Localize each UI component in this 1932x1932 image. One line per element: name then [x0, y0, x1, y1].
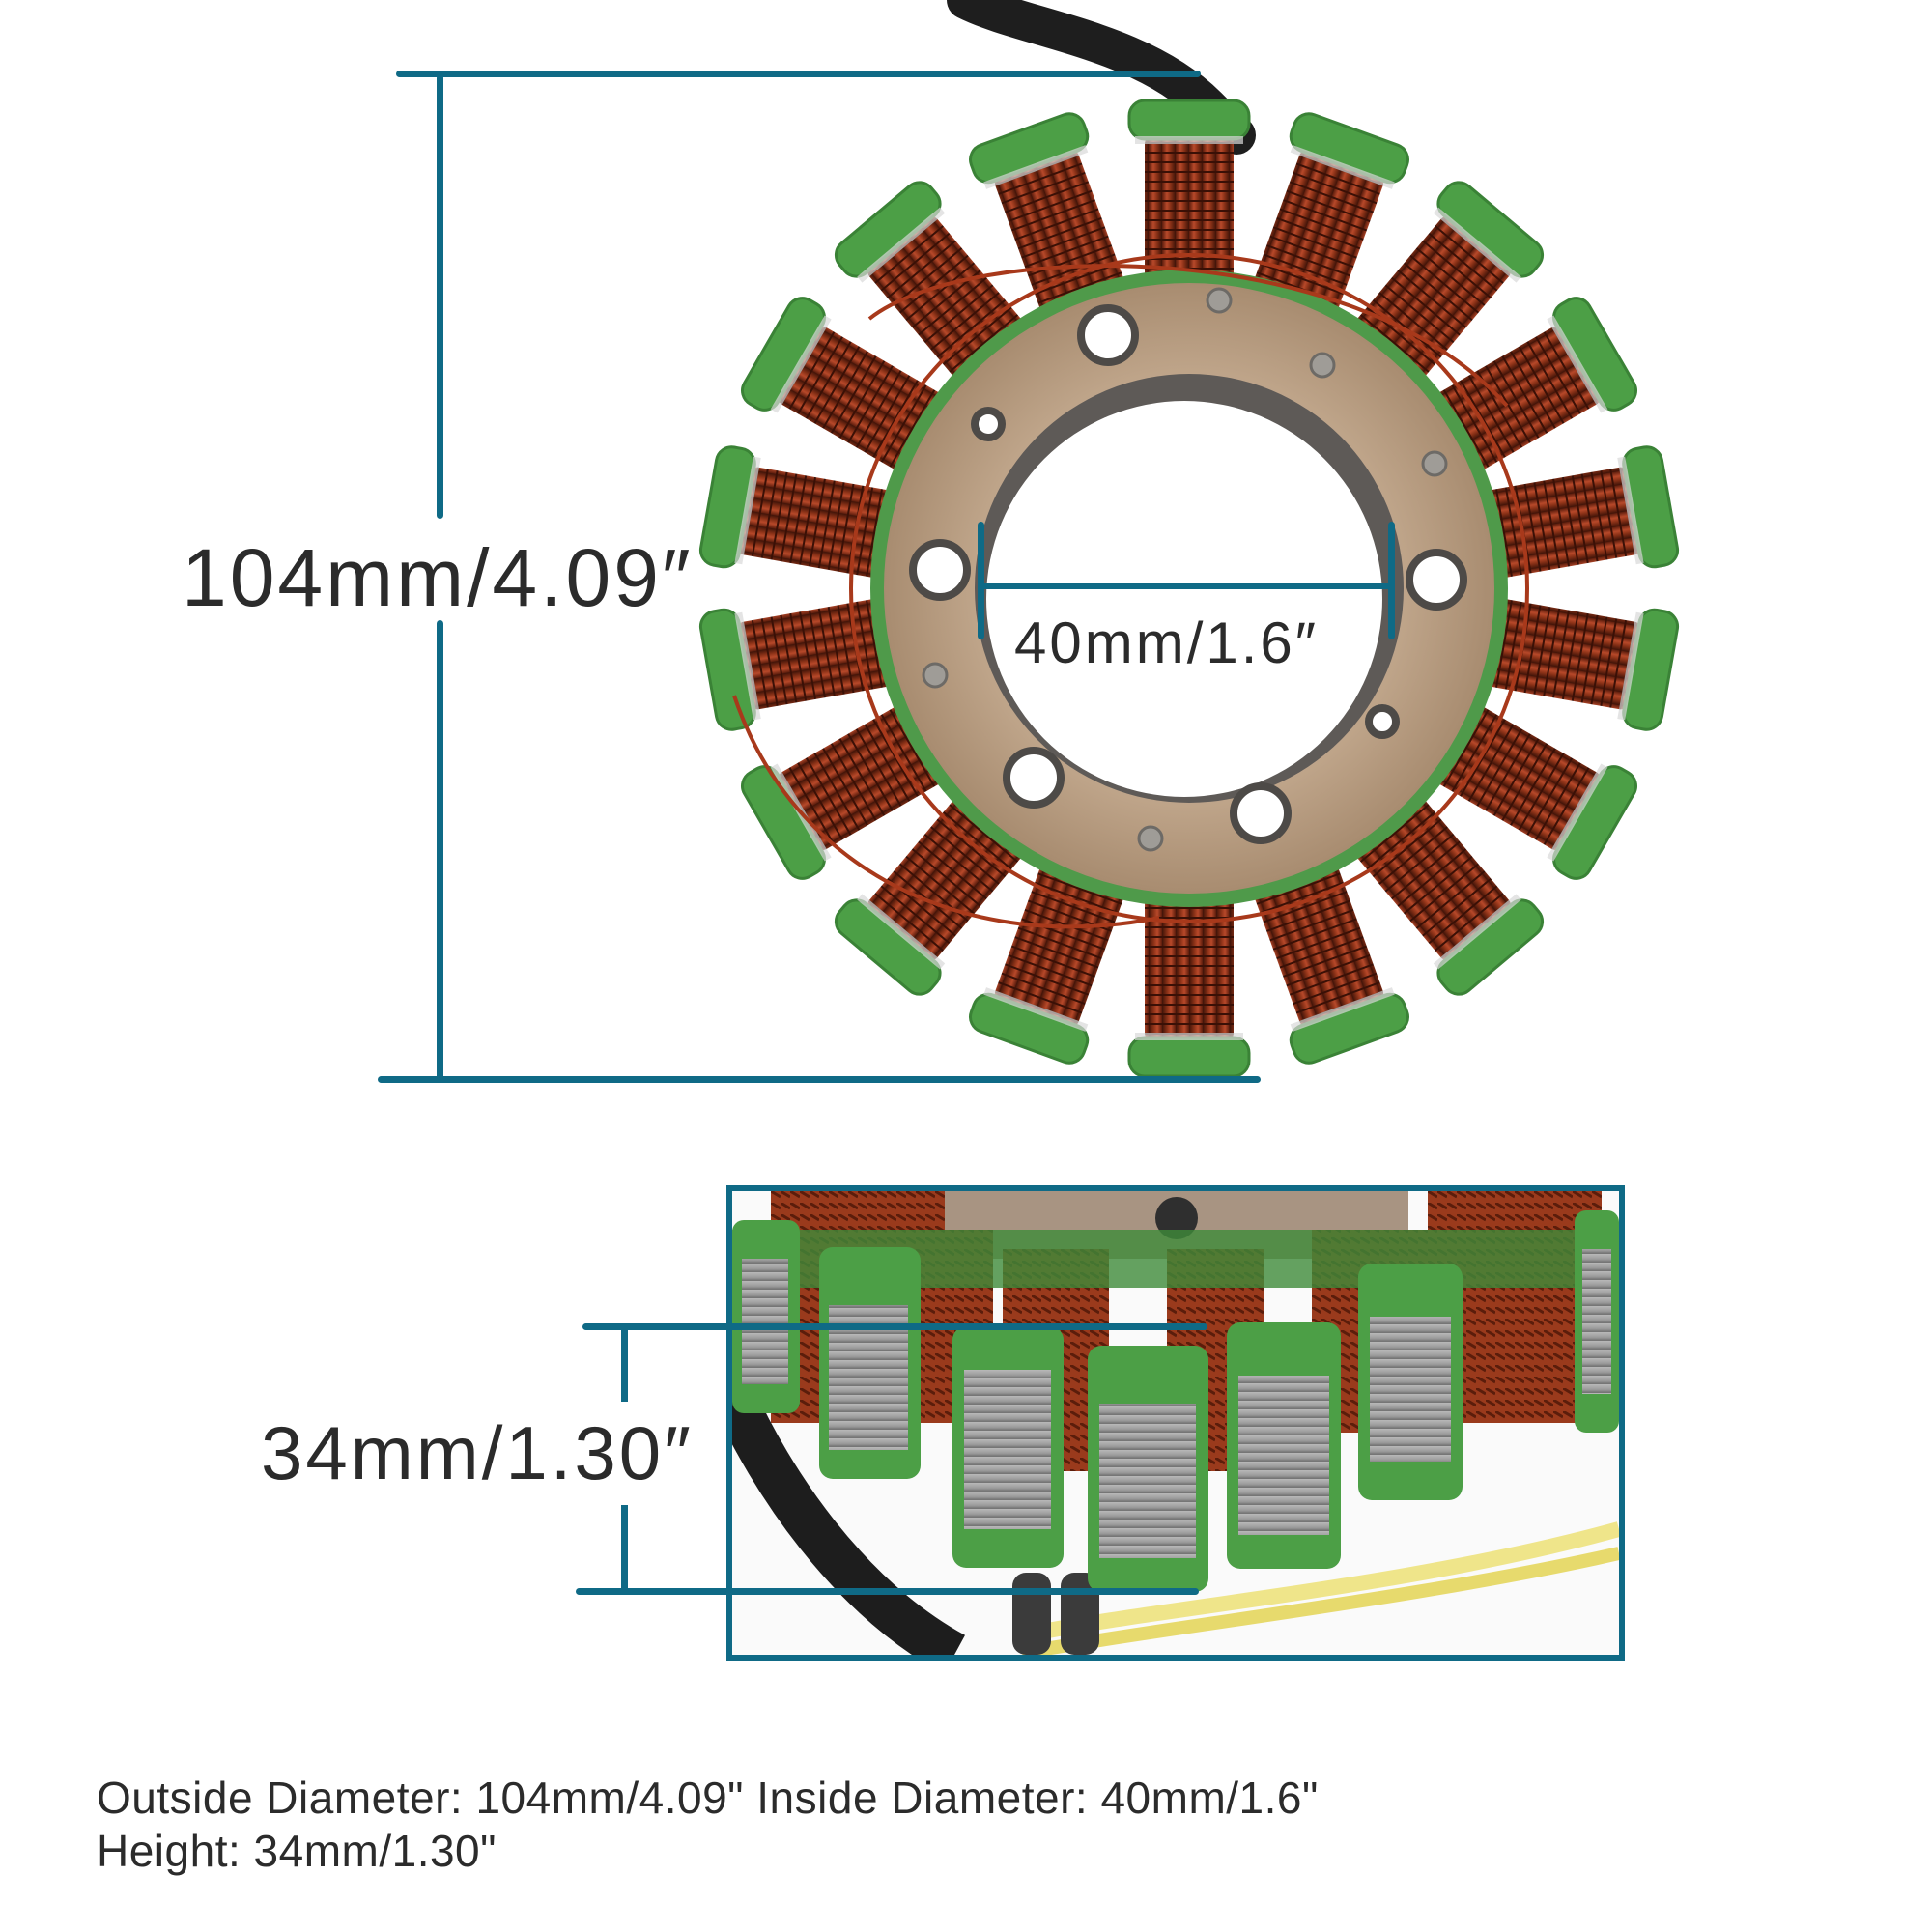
height-label: 34mm/1.30″ — [261, 1410, 694, 1495]
inner-dim-left-tick — [978, 522, 984, 639]
outside-diameter-label: 104mm/4.09″ — [182, 532, 694, 623]
height-dim-bottom-line — [576, 1588, 1199, 1595]
height-dim-top-line — [582, 1323, 1208, 1330]
height-dim-vertical-lower — [621, 1505, 628, 1591]
harness-cable — [732, 1384, 966, 1655]
stator-side-view-frame — [726, 1185, 1625, 1661]
inner-dim-right-tick — [1388, 522, 1395, 639]
rivets — [922, 287, 1448, 852]
outer-dim-vertical-lower — [437, 620, 443, 1080]
stator-side-illustration — [732, 1191, 1619, 1655]
outer-dim-top-line — [396, 71, 1201, 77]
mounting-holes — [909, 304, 1467, 844]
inside-diameter-label: 40mm/1.6″ — [1014, 611, 1320, 675]
outer-dim-vertical-upper — [437, 74, 443, 519]
loose-wires — [732, 253, 1529, 929]
spec-text-line-1: Outside Diameter: 104mm/4.09" Inside Dia… — [97, 1773, 1319, 1823]
stator-top-view: 104mm/4.09″ 40mm/1.6″ — [182, 0, 1682, 1083]
height-dim-vertical-upper — [621, 1326, 628, 1402]
inner-dim-horizontal-line — [980, 583, 1392, 589]
outer-dim-bottom-line — [378, 1076, 1261, 1083]
spec-text-line-2: Height: 34mm/1.30" — [97, 1826, 497, 1876]
wire-harness-cable — [947, 0, 1256, 155]
inner-bore — [986, 401, 1382, 797]
